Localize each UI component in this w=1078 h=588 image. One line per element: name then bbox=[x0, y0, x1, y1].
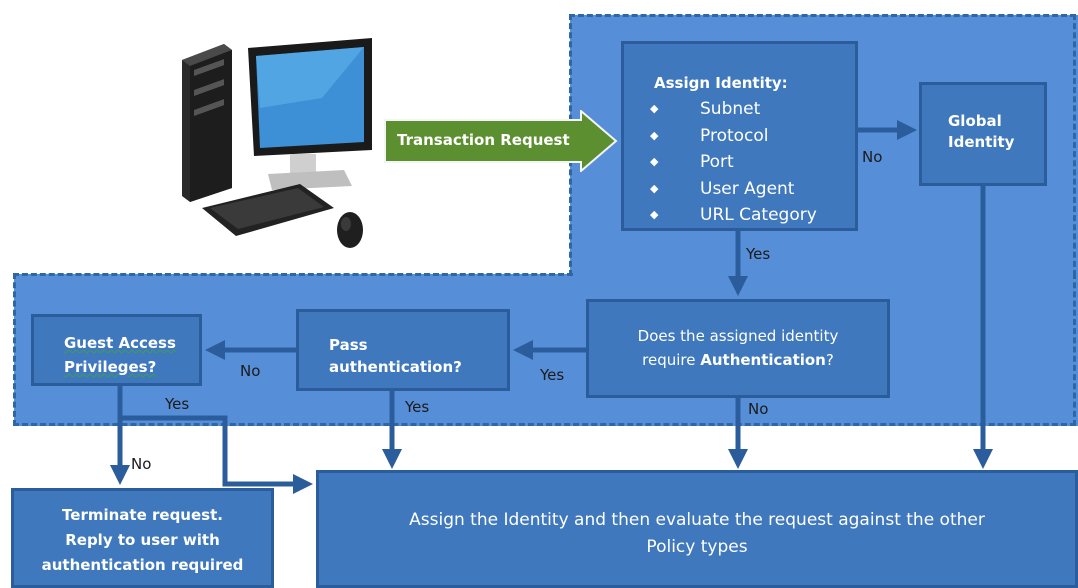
transaction-request-arrow bbox=[384, 110, 618, 172]
identity-criteria-item: ◆URL Category bbox=[650, 202, 817, 229]
label-no-pass: No bbox=[240, 362, 261, 380]
diamond-bullet-icon: ◆ bbox=[650, 128, 659, 142]
guest-access-line1: Guest Access bbox=[64, 334, 176, 352]
label-no-auth: No bbox=[748, 400, 769, 418]
label-no-global: No bbox=[862, 148, 883, 166]
label-yes-guest: Yes bbox=[165, 395, 190, 413]
pass-auth-line2: authentication? bbox=[329, 358, 462, 376]
global-identity-line1: Global bbox=[948, 112, 1002, 130]
region-bottom-top-edge bbox=[13, 273, 573, 276]
auth-question-line2: require Authentication? bbox=[642, 351, 834, 369]
guest-access-line2: Privileges? bbox=[64, 358, 157, 376]
identity-criteria-item: ◆Subnet bbox=[650, 96, 817, 123]
global-identity-line2: Identity bbox=[948, 133, 1015, 151]
terminate-line3: authentication required bbox=[41, 556, 244, 574]
diamond-bullet-icon: ◆ bbox=[650, 102, 659, 115]
pass-auth-line1: Pass bbox=[329, 336, 368, 354]
transaction-request-label: Transaction Request bbox=[397, 131, 570, 149]
assign-and-evaluate-box: Assign the Identity and then evaluate th… bbox=[316, 470, 1078, 588]
final-line2: Policy types bbox=[646, 537, 748, 557]
label-yes-identity: Yes bbox=[746, 245, 771, 263]
terminate-line2: Reply to user with bbox=[65, 531, 220, 549]
label-yes-auth: Yes bbox=[540, 366, 565, 384]
identity-criteria-item: ◆Port bbox=[650, 149, 817, 176]
identity-criteria-item: ◆Protocol bbox=[650, 123, 817, 150]
identity-criteria-list: ◆Subnet ◆Protocol ◆Port ◆User Agent ◆URL… bbox=[650, 96, 817, 229]
diamond-bullet-icon: ◆ bbox=[650, 155, 659, 168]
label-no-guest: No bbox=[131, 455, 152, 473]
auth-question-line1: Does the assigned identity bbox=[637, 327, 839, 345]
auth-question-box: Does the assigned identity require Authe… bbox=[586, 299, 890, 398]
pass-authentication-box: Pass authentication? bbox=[296, 309, 510, 391]
assign-identity-title: Assign Identity: bbox=[654, 74, 788, 92]
identity-criteria-item: ◆User Agent bbox=[650, 176, 817, 203]
terminate-line1: Terminate request. bbox=[62, 506, 223, 524]
diamond-bullet-icon: ◆ bbox=[650, 181, 659, 195]
final-line1: Assign the Identity and then evaluate th… bbox=[409, 510, 985, 530]
computer-icon bbox=[182, 38, 372, 248]
arrow-guest-to-final bbox=[120, 415, 314, 494]
global-identity-box: Global Identity bbox=[919, 82, 1047, 186]
diamond-bullet-icon: ◆ bbox=[650, 208, 659, 221]
label-yes-pass: Yes bbox=[405, 398, 430, 416]
guest-access-box: Guest Access Privileges? bbox=[31, 314, 202, 386]
assign-identity-box: Assign Identity: ◆Subnet ◆Protocol ◆Port… bbox=[621, 41, 858, 231]
terminate-request-box: Terminate request. Reply to user with au… bbox=[11, 488, 274, 588]
